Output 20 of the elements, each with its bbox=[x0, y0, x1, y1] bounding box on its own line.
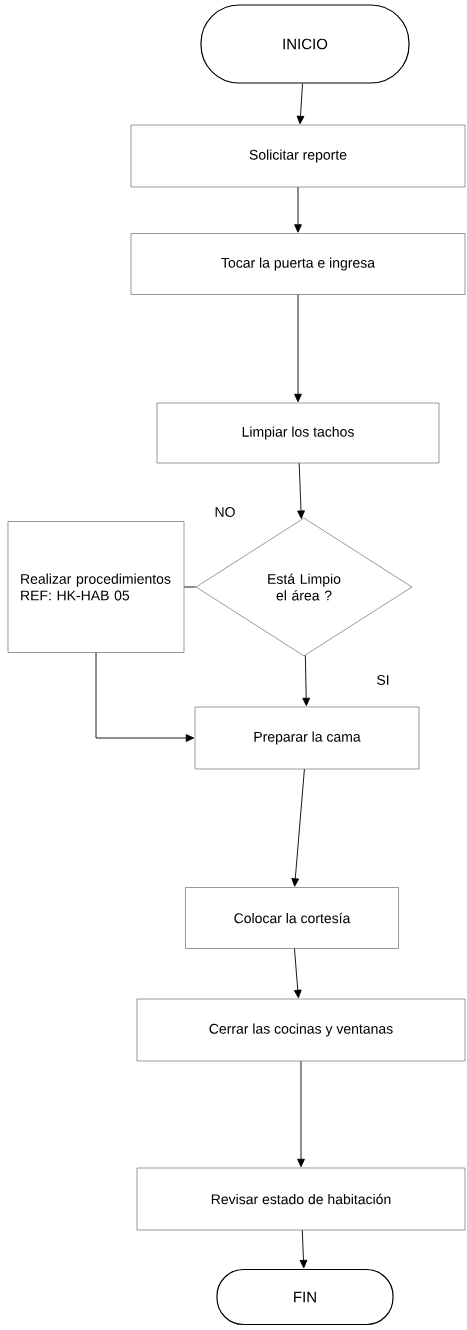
arrow bbox=[291, 768, 305, 887]
arrow bbox=[95, 652, 195, 742]
process-box: Tocar la puerta e ingresa bbox=[130, 233, 466, 295]
arrow bbox=[296, 83, 305, 125]
process-box: Solicitar reporte bbox=[130, 124, 466, 188]
process-box: Cerrar las cocinas y ventanas bbox=[136, 998, 466, 1062]
arrow bbox=[294, 294, 302, 403]
branch-label: NO bbox=[215, 507, 235, 517]
arrow bbox=[299, 1229, 308, 1269]
arrow bbox=[297, 1060, 305, 1168]
arrow bbox=[302, 654, 311, 707]
process-box: Limpiar los tachos bbox=[156, 402, 440, 464]
arrow bbox=[293, 948, 302, 999]
process-box: Colocar la cortesía bbox=[185, 887, 399, 949]
process-box: Realizar procedimientos REF: HK-HAB 05 bbox=[7, 521, 185, 653]
process-box: Preparar la cama bbox=[194, 706, 420, 770]
arrow bbox=[297, 462, 305, 519]
branch-label: SI bbox=[377, 675, 389, 685]
process-box: Revisar estado de habitación bbox=[136, 1167, 466, 1231]
arrow bbox=[294, 186, 302, 233]
